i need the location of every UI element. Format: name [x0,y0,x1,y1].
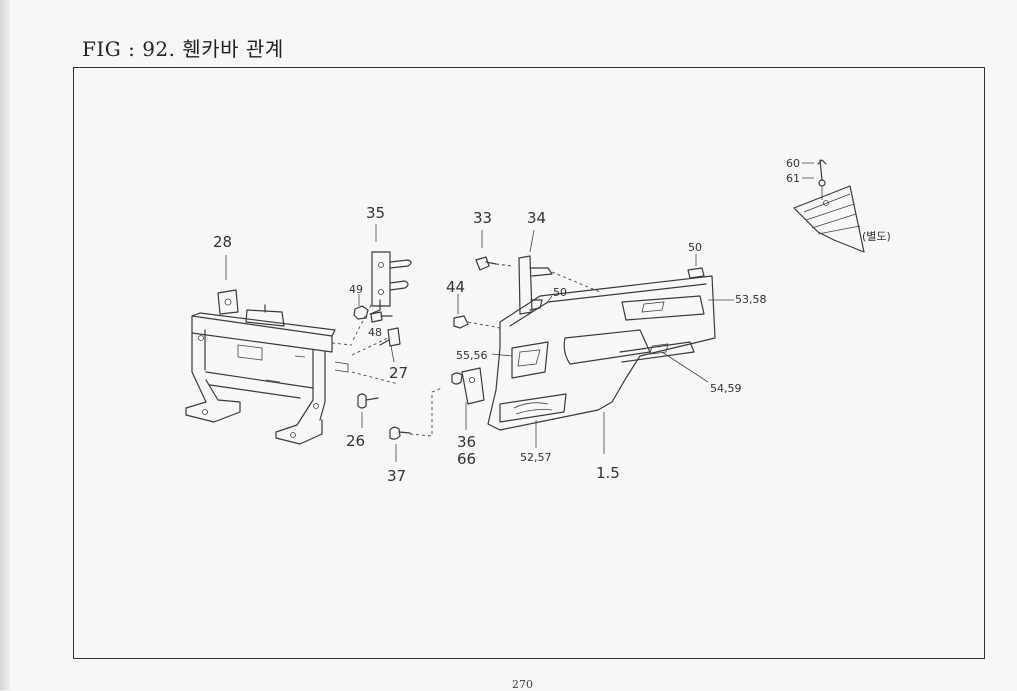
callout-36: 36 [457,433,476,451]
part-36-plate [451,367,485,405]
callout-50-mid: 50 [553,286,567,299]
diagram-frame [73,67,985,659]
callout-28: 28 [213,233,232,251]
part-37-screw [389,387,443,440]
leader-lines [225,224,734,462]
callout-61: 61 [786,172,800,185]
callout-54-59: 54,59 [710,382,742,395]
callout-27: 27 [389,364,408,382]
callout-60: 60 [786,157,800,170]
part-1-5-fender-cover [487,267,716,431]
callout-50-top: 50 [688,241,702,254]
callout-33: 33 [473,209,492,227]
callout-49: 49 [349,283,363,296]
part-48-bolt [370,311,393,323]
callout-35: 35 [366,204,385,222]
callout-66: 66 [457,450,476,468]
callout-37: 37 [387,467,406,485]
figure-title: FIG : 92. 휀카바 관계 [82,37,284,61]
callout-26: 26 [346,432,365,450]
page-number: 270 [512,678,533,691]
part-33-clip [475,256,513,271]
part-44-clip [453,315,501,329]
part-34-support [518,255,601,315]
inset-parts-60-61 [793,159,865,253]
inset-note: (별도) [862,230,891,243]
callout-1-5: 1.5 [596,464,620,482]
callout-48: 48 [368,326,382,339]
scan-edge [0,0,10,690]
callout-53-58: 53,58 [735,293,767,306]
callout-44: 44 [446,278,465,296]
callout-34: 34 [527,209,546,227]
part-49-nut [353,305,369,320]
part-28-bracket-frame [185,289,353,445]
callout-55-56: 55,56 [456,349,488,362]
part-27-clip [351,327,401,385]
callout-52-57: 52,57 [520,451,552,464]
part-26-bolt [357,393,379,409]
